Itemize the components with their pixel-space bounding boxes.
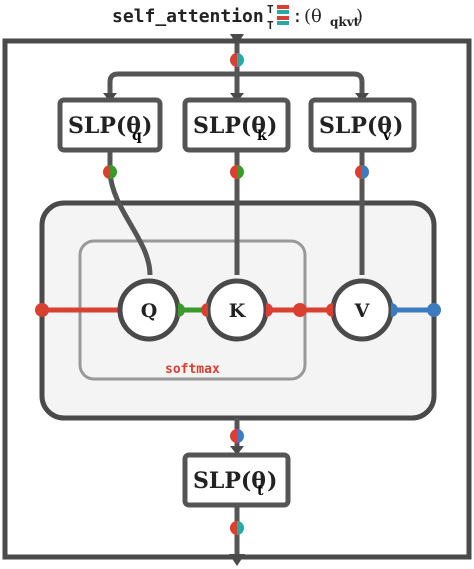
svg-text:): ): [393, 113, 403, 139]
softmax-label: softmax: [165, 362, 220, 377]
node-v: V: [330, 278, 394, 342]
svg-text:SLP(θ: SLP(θ: [319, 113, 392, 139]
svg-text:Q: Q: [141, 300, 158, 322]
svg-text:SLP(θ: SLP(θ: [193, 113, 266, 139]
port-attn-out: [230, 429, 244, 443]
title-separator: :: [292, 6, 303, 27]
svg-text:q: q: [132, 128, 142, 144]
title-name: self_attention: [112, 6, 264, 27]
port-v-out: [355, 165, 369, 179]
output-arrow-icon: [229, 554, 245, 566]
svg-text:): ): [267, 113, 277, 139]
slp-t-box: SLP(θ t ): [182, 452, 291, 508]
title-param-open: (θ: [304, 6, 322, 27]
svg-text:): ): [267, 468, 277, 494]
svg-text:SLP(θ: SLP(θ: [68, 113, 141, 139]
port-k-out: [230, 165, 244, 179]
diagram-title: self_attention T T : (θ qkvt ): [112, 3, 363, 32]
title-param-close: ): [356, 6, 363, 27]
type-badge-icon: [277, 5, 289, 25]
port-q-out: [103, 165, 117, 179]
slp-q-box: SLP(θ q ): [57, 97, 163, 153]
svg-text:k: k: [257, 128, 267, 144]
title-superscript: T: [267, 3, 274, 16]
output-port: [230, 521, 244, 535]
svg-text:SLP(θ: SLP(θ: [193, 468, 266, 494]
svg-text:K: K: [229, 300, 247, 322]
title-param-sub: qkvt: [330, 15, 360, 29]
node-q: Q: [117, 278, 181, 342]
slp-k-box: SLP(θ k ): [182, 97, 291, 153]
input-port: [230, 53, 244, 67]
svg-text:t: t: [257, 483, 264, 499]
title-subscript: T: [267, 19, 274, 32]
node-k: K: [205, 278, 269, 342]
svg-text:): ): [142, 113, 152, 139]
svg-text:v: v: [382, 128, 392, 144]
slp-v-box: SLP(θ v ): [308, 97, 417, 153]
input-arrow-icon: [230, 34, 244, 45]
svg-text:V: V: [354, 300, 371, 322]
